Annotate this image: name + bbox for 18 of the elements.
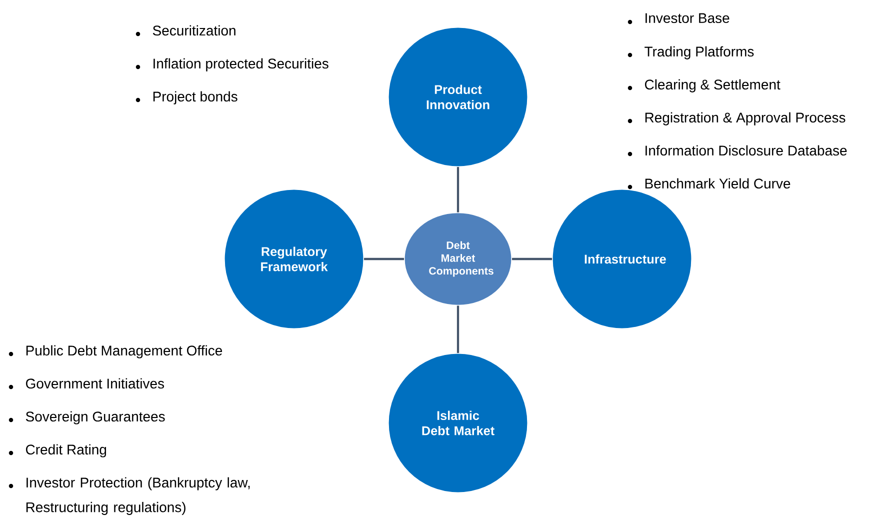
bullet-item: Inflation protected Securities (136, 58, 328, 72)
bullet-item: Project bonds (136, 91, 238, 104)
bullet-item: Clearing & Settlement (628, 79, 780, 92)
bullet-item: Investor Protection (Bankruptcy law, Restructuring regulations) (8, 477, 250, 515)
bullet-item: Trading Platforms (628, 46, 754, 60)
bullet-item: Investor Base (628, 13, 730, 24)
bullet-item: Registration & Approval Process (628, 112, 846, 126)
bullet-item: Benchmark Yield Curve (628, 178, 790, 190)
bullet-item: Government Initiatives (8, 378, 164, 390)
bullet-item: Information Disclosure Database (628, 145, 847, 156)
bullet-item: Public Debt Management Office (8, 345, 222, 358)
bullet-item: Securitization (136, 25, 236, 36)
bullet-item: Credit Rating (8, 444, 106, 458)
connector-line (456, 167, 460, 212)
connector-line (456, 306, 460, 353)
connector-line (512, 258, 552, 260)
bullet-item: Sovereign Guarantees (8, 411, 165, 424)
connector-line (364, 258, 404, 260)
